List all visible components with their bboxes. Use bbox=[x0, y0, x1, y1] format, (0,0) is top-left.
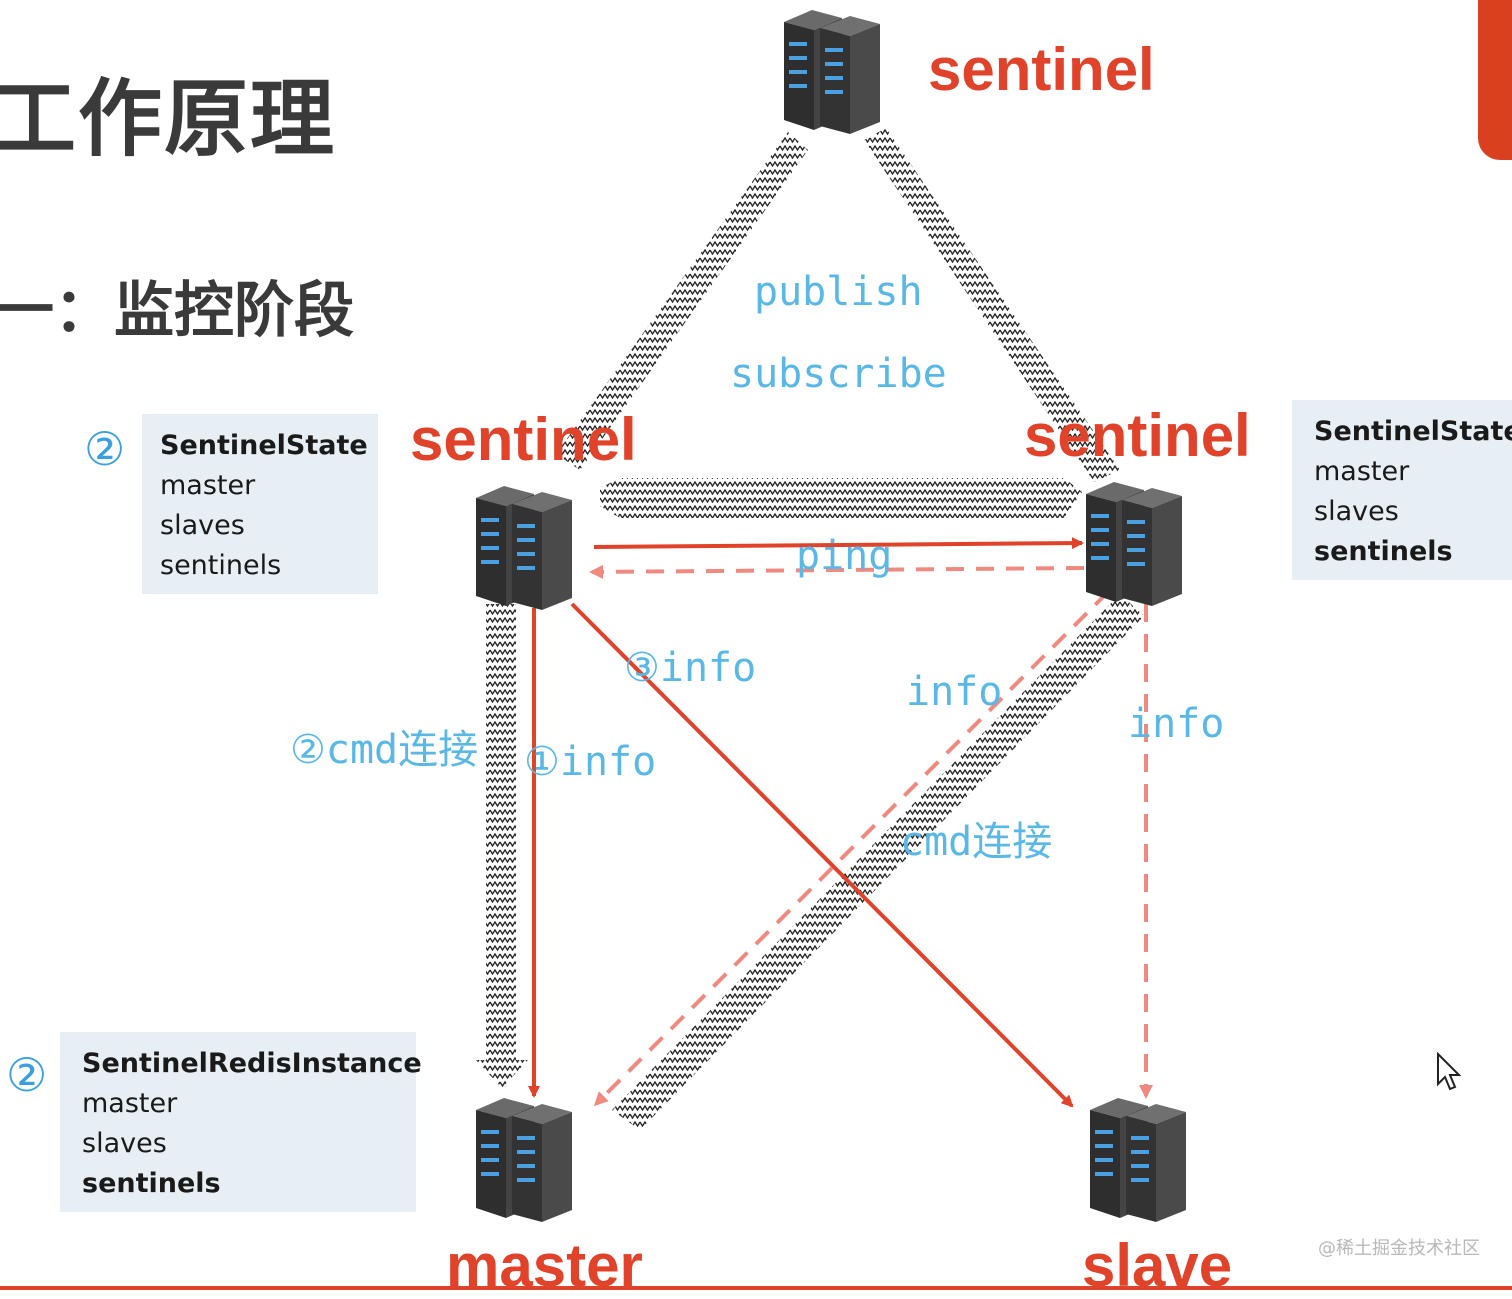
ping-arrow bbox=[593, 537, 1084, 550]
server-icon bbox=[784, 10, 880, 134]
section-title: 一：监控阶段 bbox=[0, 276, 354, 346]
step-marker-left: ② bbox=[84, 422, 126, 476]
box-line: slaves bbox=[82, 1128, 167, 1159]
cmd-connect-cross-label: cmd连接 bbox=[900, 819, 1053, 865]
server-icon bbox=[1090, 1098, 1186, 1222]
ping-label: ping bbox=[796, 533, 893, 579]
box-line: master bbox=[160, 470, 256, 501]
sentinel-left-label: sentinel bbox=[410, 406, 637, 473]
sentinel-state-box-left: SentinelState master slaves sentinels bbox=[142, 414, 378, 594]
bottom-accent-line bbox=[0, 1286, 1512, 1290]
server-icon bbox=[476, 1098, 572, 1222]
subscription-link-top-right bbox=[864, 128, 1120, 482]
subscribe-label: subscribe bbox=[730, 351, 947, 397]
page-title: 工作原理 bbox=[0, 70, 337, 168]
cmd-link-left bbox=[476, 604, 528, 1088]
info-cross-label: info bbox=[906, 669, 1003, 715]
box-line: slaves bbox=[1314, 496, 1399, 527]
sentinel-state-box-right: SentinelState master slaves sentinels bbox=[1292, 400, 1512, 580]
box-line: sentinels bbox=[82, 1168, 221, 1199]
box-line: sentinels bbox=[1314, 536, 1453, 567]
info-arrow-slave bbox=[570, 602, 1074, 1108]
subscription-link-top-left bbox=[556, 132, 808, 470]
sentinel-redis-instance-box: SentinelRedisInstance master slaves sent… bbox=[60, 1032, 422, 1212]
info-right-label: info bbox=[1128, 701, 1225, 747]
master-label: master bbox=[446, 1232, 643, 1299]
box-title: SentinelState bbox=[160, 430, 368, 461]
server-icon bbox=[1086, 482, 1182, 606]
corner-tab bbox=[1478, 0, 1512, 160]
box-line: master bbox=[1314, 456, 1410, 487]
box-line: slaves bbox=[160, 510, 245, 541]
slave-label: slave bbox=[1082, 1232, 1233, 1299]
sentinel-sentinel-hatched-link bbox=[600, 478, 1082, 518]
sentinel-top-label: sentinel bbox=[928, 36, 1155, 103]
step-marker-bottom: ② bbox=[6, 1048, 48, 1102]
info-arrow-cross-dashed bbox=[593, 590, 1110, 1107]
box-title: SentinelRedisInstance bbox=[82, 1048, 422, 1079]
publish-label: publish bbox=[754, 269, 923, 315]
cmd-link-cross bbox=[612, 594, 1144, 1130]
box-line: sentinels bbox=[160, 550, 282, 581]
info-step3-label: ③info bbox=[624, 645, 757, 691]
sentinel-right-label: sentinel bbox=[1024, 402, 1251, 469]
cmd-connect-left-label: ②cmd连接 bbox=[290, 727, 479, 773]
box-line: master bbox=[82, 1088, 178, 1119]
mouse-cursor-icon bbox=[1437, 1052, 1462, 1091]
watermark: @稀土掘金技术社区 bbox=[1318, 1238, 1480, 1259]
server-icon bbox=[476, 486, 572, 610]
ping-reply-arrow bbox=[589, 564, 1085, 579]
info-step1-label: ①info bbox=[524, 739, 657, 785]
box-title: SentinelState bbox=[1314, 416, 1512, 447]
